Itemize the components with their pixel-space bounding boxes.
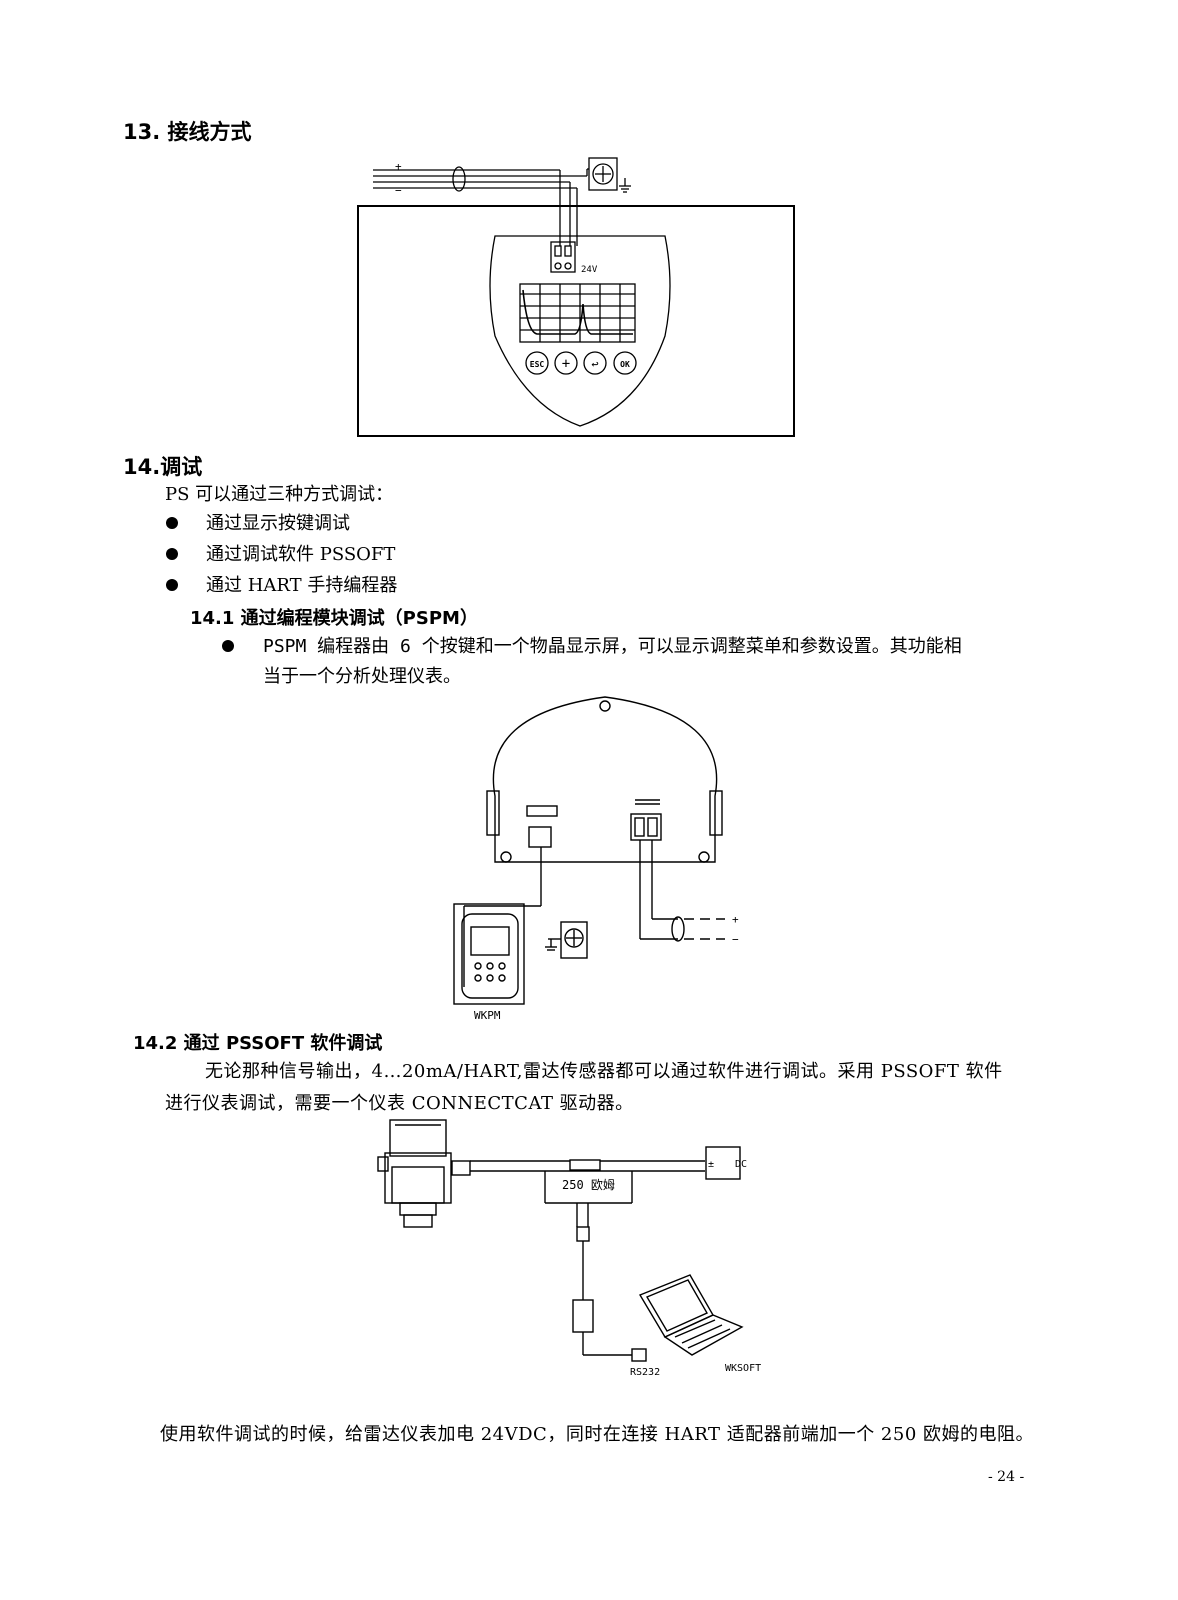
rs232-label: RS232 — [630, 1367, 660, 1378]
section-14-2-title: 14.2 通过 PSSOFT 软件调试 — [133, 1033, 383, 1054]
list-item: 通过 HART 手持编程器 — [206, 575, 398, 596]
pspm-desc-line2: 当于一个分析处理仪表。 — [263, 666, 461, 687]
section-13-title: 13. 接线方式 — [123, 120, 252, 144]
list-item: 通过显示按键调试 — [206, 513, 350, 534]
list-item: 通过调试软件 PSSOFT — [206, 544, 396, 565]
bullet-icon — [166, 579, 178, 591]
pspm-diagram: + − WKPM — [453, 696, 739, 1022]
resistor-label: 250 欧姆 — [562, 1178, 615, 1192]
ok-button-label: OK — [620, 360, 630, 369]
wksoft-label: WKSOFT — [725, 1363, 761, 1374]
voltage-label: 24V — [581, 265, 598, 275]
section-14-intro: PS 可以通过三种方式调试： — [165, 484, 394, 505]
wire-minus-label: − — [395, 184, 402, 197]
page-number: - 24 - — [988, 1469, 1025, 1485]
dc-label: DC — [735, 1159, 747, 1170]
bullet-icon — [166, 548, 178, 560]
pssoft-diagram: DC ± 250 欧姆 RS232 WKSOFT — [377, 1119, 761, 1378]
enter-button-label: ↩ — [591, 357, 598, 371]
wkpm-label: WKPM — [474, 1009, 501, 1022]
section-14-1-title: 14.1 通过编程模块调试（PSPM） — [190, 608, 478, 629]
section-14-title: 14.调试 — [123, 455, 203, 479]
pssoft-desc-line1: 无论那种信号输出，4…20mA/HART,雷达传感器都可以通过软件进行调试。采用… — [205, 1061, 1003, 1082]
wire-plus-label: + — [732, 913, 739, 926]
bullet-icon — [222, 640, 234, 652]
dc-polarity-label: ± — [708, 1159, 714, 1170]
pspm-desc-line1: PSPM 编程器由 6 个按键和一个物晶显示屏，可以显示调整菜单和参数设置。其功… — [263, 636, 962, 657]
wire-minus-label: − — [732, 933, 739, 946]
bullet-icon — [166, 517, 178, 529]
plus-button-label: + — [562, 356, 570, 372]
wiring-diagram: + − 24V ESC + ↩ OK — [357, 157, 795, 437]
wire-plus-label: + — [395, 160, 402, 173]
footer-note: 使用软件调试的时候，给雷达仪表加电 24VDC，同时在连接 HART 适配器前端… — [160, 1424, 1035, 1445]
esc-button-label: ESC — [530, 360, 545, 369]
pssoft-desc-line2: 进行仪表调试，需要一个仪表 CONNECTCAT 驱动器。 — [165, 1093, 634, 1114]
